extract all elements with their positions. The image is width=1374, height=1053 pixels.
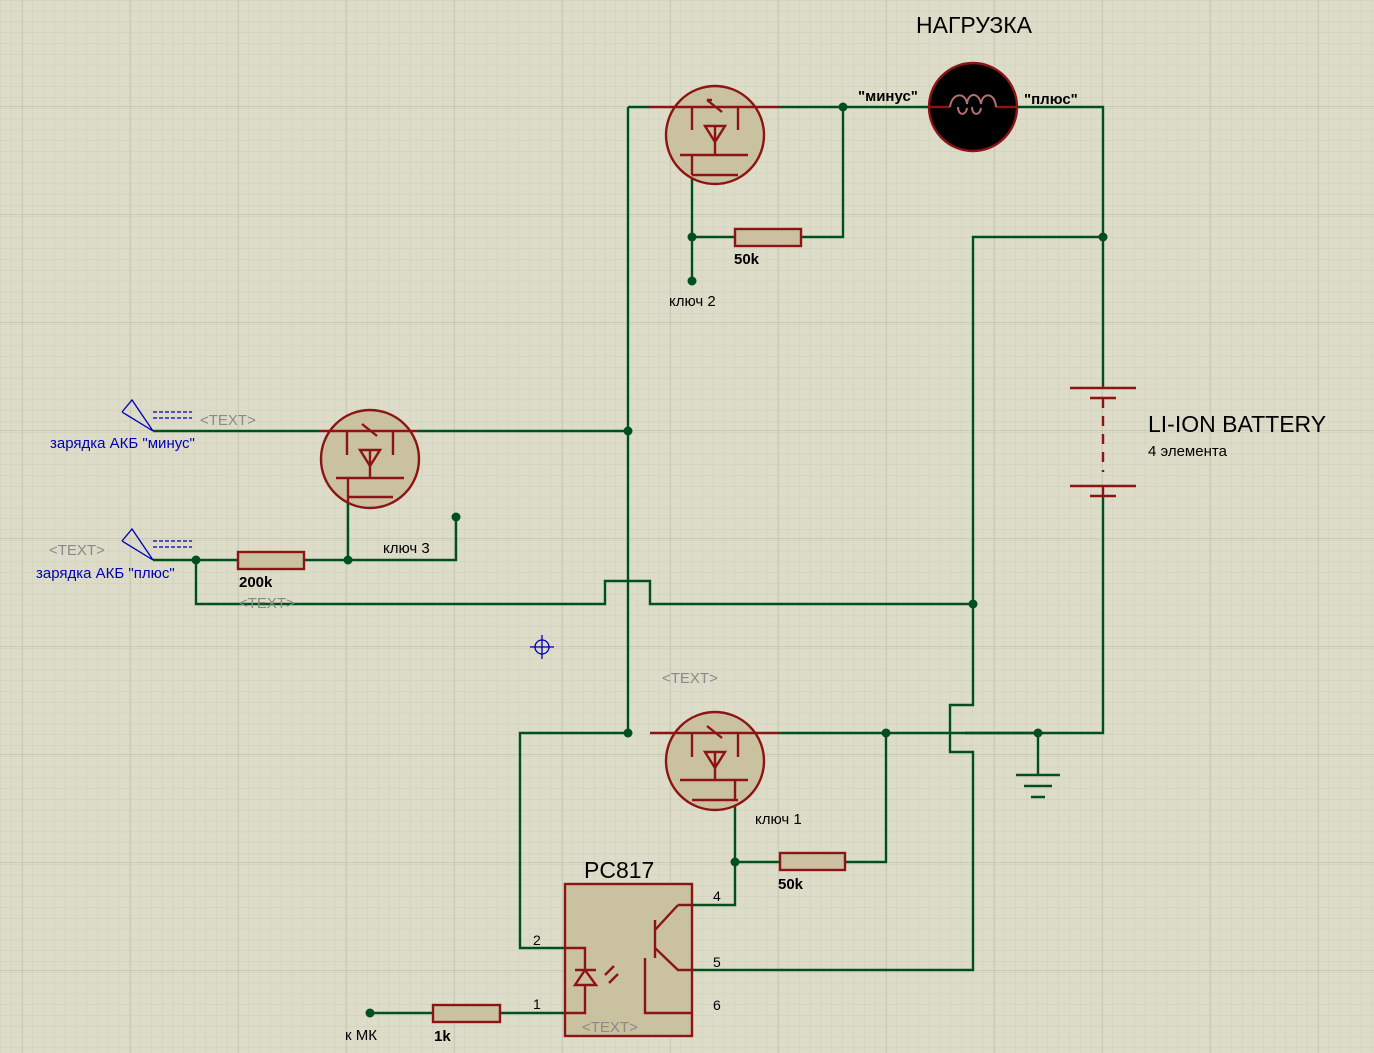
wire-key1-gate xyxy=(692,733,888,907)
terminal-charge-plus[interactable] xyxy=(121,527,192,561)
wire-battery-plus-bus xyxy=(678,235,1103,972)
wire-key2-resistor xyxy=(690,107,845,281)
opto-pin5: 5 xyxy=(713,954,721,970)
load-title: НАГРУЗКА xyxy=(916,12,1033,38)
resistor-key2 xyxy=(733,227,803,248)
charge-minus-placeholder: <TEXT> xyxy=(200,412,256,429)
resistor-mcu xyxy=(431,1003,502,1024)
opto-pin2: 2 xyxy=(533,932,541,948)
key2-resistor-label: 50k xyxy=(734,251,760,268)
mcu-label: к МК xyxy=(345,1027,377,1044)
key2-label: ключ 2 xyxy=(669,293,716,310)
battery-subtitle: 4 элемента xyxy=(1148,443,1228,460)
battery-symbol[interactable] xyxy=(1070,385,1136,498)
key3-resistor-label: 200k xyxy=(239,574,273,591)
battery-title: LI-ION BATTERY xyxy=(1148,411,1326,437)
ground-symbol xyxy=(1016,773,1060,799)
wire-main-vertical xyxy=(626,105,650,733)
mosfet-key2[interactable] xyxy=(650,84,780,186)
opto-pin4: 4 xyxy=(713,888,721,904)
optocoupler-pc817[interactable] xyxy=(563,882,694,1038)
charge-plus-placeholder: <TEXT> xyxy=(49,542,105,559)
charge-plus-label: зарядка АКБ "плюс" xyxy=(36,565,175,582)
charge-minus-label: зарядка АКБ "минус" xyxy=(50,435,195,452)
key1-placeholder: <TEXT> xyxy=(662,670,718,687)
terminal-charge-minus[interactable] xyxy=(121,398,192,432)
opto-pin1: 1 xyxy=(533,996,541,1012)
load-lamp[interactable] xyxy=(927,61,1019,153)
key3-bus-placeholder: <TEXT> xyxy=(239,595,295,612)
resistors[interactable] xyxy=(236,227,847,1024)
opto-placeholder: <TEXT> xyxy=(582,1019,638,1036)
wire-load-plus xyxy=(1017,105,1105,385)
opto-title: PC817 xyxy=(584,857,654,883)
load-plus-label: "плюс" xyxy=(1024,91,1078,108)
load-minus-label: "минус" xyxy=(858,88,918,105)
key1-label: ключ 1 xyxy=(755,811,802,828)
crosshair-cursor xyxy=(530,635,554,659)
wire-opto-pin2 xyxy=(518,731,628,950)
mosfet-key1[interactable] xyxy=(650,710,780,812)
resistor-key3 xyxy=(236,550,306,571)
wire-charge-plus-return xyxy=(194,560,973,606)
resistor-key1 xyxy=(778,851,847,872)
mosfet-key3[interactable] xyxy=(319,408,421,510)
mcu-resistor-label: 1k xyxy=(434,1028,451,1045)
key3-label: ключ 3 xyxy=(383,540,430,557)
opto-pin6: 6 xyxy=(713,997,721,1013)
junctions xyxy=(191,102,1108,1018)
key1-resistor-label: 50k xyxy=(778,876,804,893)
